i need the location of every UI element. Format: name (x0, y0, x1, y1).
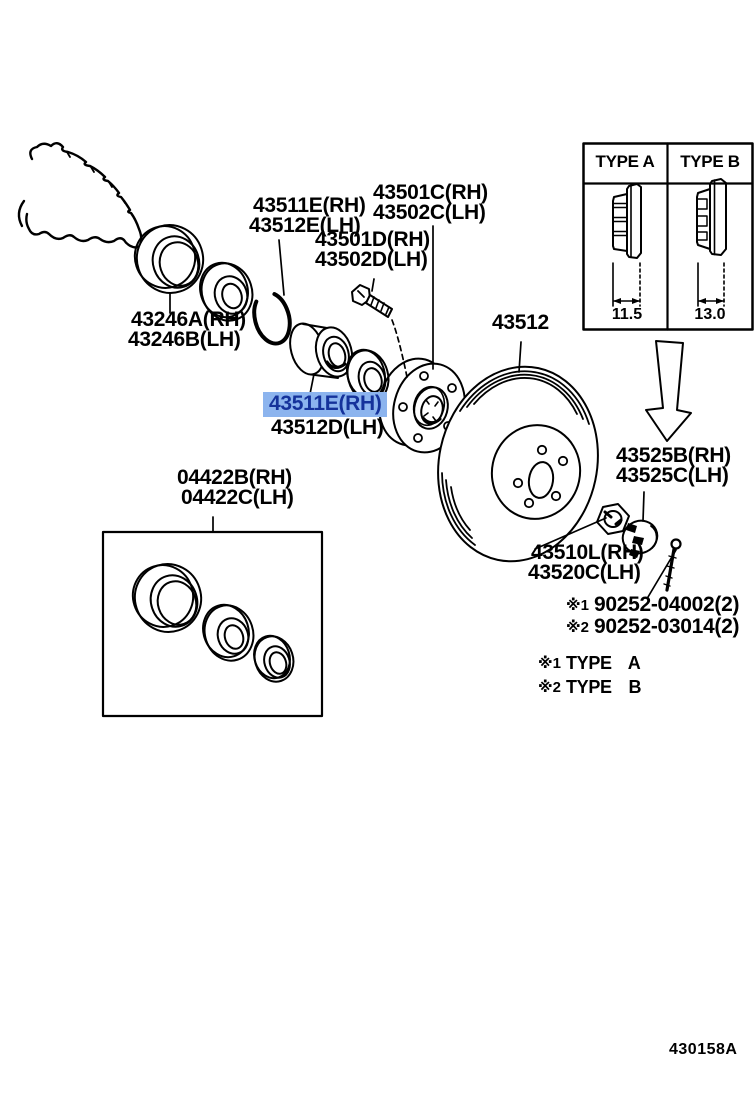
label-hub-bolt: 43501D(RH) 43502D(LH) (315, 228, 430, 271)
part-number[interactable]: 43501C(RH) (373, 181, 488, 204)
label-brake-disc: 43512 (492, 311, 549, 334)
part-number[interactable]: 43246A(RH) (131, 308, 246, 331)
snap-ring-drawing (252, 292, 292, 346)
wheel-bearing-drawing (289, 322, 354, 379)
part-number[interactable]: 90252-03014(2) (593, 615, 740, 638)
label-dust-deflector: 43246A(RH) 43246B(LH) (128, 308, 246, 351)
legend-text: TYPE B (565, 677, 642, 697)
figure-code: 430158A (669, 1041, 738, 1058)
label-snap-ring: 43511E(RH) 43512E(LH) (249, 194, 366, 237)
part-number[interactable]: 43525C(LH) (616, 464, 729, 487)
legend-text: TYPE A (565, 653, 641, 673)
hub-bolt-drawing (351, 284, 393, 318)
part-number[interactable]: 43525B(RH) (616, 444, 731, 467)
type-a-header: TYPE A (595, 152, 655, 171)
seal-drawing (346, 348, 390, 403)
dust-deflector-drawing (133, 224, 205, 294)
label-nut-cap: 43525B(RH) 43525C(LH) (616, 444, 731, 487)
part-number[interactable]: 43502D(LH) (315, 248, 428, 271)
part-number[interactable]: 04422C(LH) (181, 486, 294, 509)
part-number[interactable]: 43510L(RH) (531, 541, 644, 564)
label-hub: 43501C(RH) 43502C(LH) (373, 181, 488, 224)
inner-bearing-drawing (199, 261, 254, 322)
part-number[interactable]: 43246B(LH) (128, 328, 241, 351)
part-number[interactable]: 43520C(LH) (528, 561, 641, 584)
reference-mark: ※1 (566, 597, 589, 614)
nut-cap-drawing (621, 519, 659, 558)
part-number[interactable]: 43512E(LH) (249, 214, 361, 237)
part-number[interactable]: 04422B(RH) (177, 466, 292, 489)
part-number[interactable]: 43511E(RH) (253, 194, 366, 217)
axle-shaft-drawing (17, 142, 143, 249)
type-b-header: TYPE B (680, 152, 740, 171)
reference-mark: ※2 (538, 679, 561, 696)
bearing-kit-box (101, 530, 324, 718)
brake-disc-drawing (437, 365, 599, 563)
reference-mark: ※1 (538, 655, 561, 672)
label-lock-nut: 43510L(RH) 43520C(LH) (528, 541, 644, 584)
type-table-graphics (582, 142, 754, 331)
part-number-highlighted[interactable]: 43511E(RH) (263, 392, 387, 417)
leader-lines (169, 225, 677, 598)
part-number[interactable]: 43512D(LH) (271, 416, 384, 439)
part-number[interactable]: 43501D(RH) (315, 228, 430, 251)
type-a-dimension: 11.5 (611, 306, 643, 323)
part-number[interactable]: 43512 (492, 311, 549, 334)
part-number[interactable]: 43502C(LH) (373, 201, 486, 224)
part-number[interactable]: 90252-04002(2) (593, 593, 740, 616)
reference-mark: ※2 (566, 619, 589, 636)
type-b-dimension: 13.0 (694, 306, 726, 323)
label-bearing-kit: 04422B(RH) 04422C(LH) (177, 466, 294, 509)
arrow-down-icon (645, 340, 692, 442)
label-wheel-bearing: 43511E(RH) 43512D(LH) (263, 392, 387, 438)
